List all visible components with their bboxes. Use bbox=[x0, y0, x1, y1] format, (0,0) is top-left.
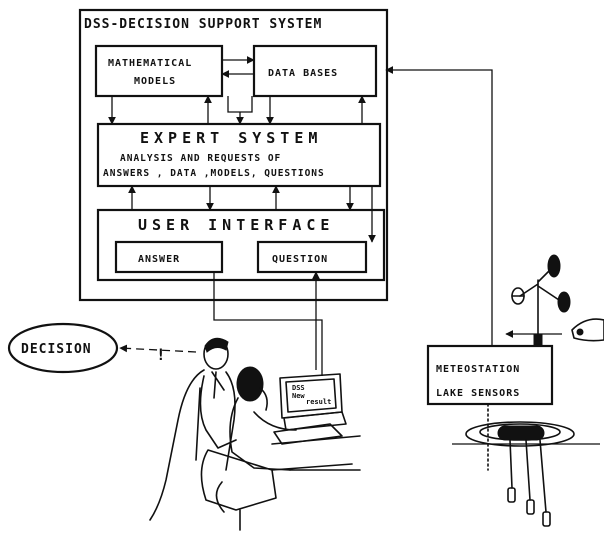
water-ripple-2 bbox=[465, 421, 575, 447]
question-label: QUESTION bbox=[272, 254, 328, 265]
cup-arm-3 bbox=[519, 283, 539, 297]
man-collar bbox=[211, 371, 225, 399]
math-models-line2: MODELS bbox=[134, 76, 176, 87]
expert-system-line1: ANALYSIS AND REQUESTS OF bbox=[120, 153, 281, 164]
meteostation-line1: METEOSTATION bbox=[436, 364, 520, 375]
woman-face bbox=[259, 387, 268, 411]
mast-base bbox=[533, 333, 543, 347]
desk-lines bbox=[271, 435, 361, 471]
meteostation-box bbox=[426, 344, 554, 406]
probe-1 bbox=[507, 487, 516, 503]
link-models-db-bottom bbox=[227, 96, 253, 113]
people-illustration: DSS New result bbox=[149, 337, 361, 531]
woman-arm bbox=[253, 411, 297, 431]
meteo-to-databases-line bbox=[385, 66, 493, 346]
chair-back bbox=[200, 449, 277, 511]
expert-system-title: EXPERT SYSTEM bbox=[140, 129, 322, 147]
dss-outer-box bbox=[78, 8, 389, 302]
woman-hair bbox=[236, 366, 264, 402]
monitor-screen bbox=[285, 378, 337, 413]
expert-system-line2: ANSWERS , DATA ,MODELS, QUESTIONS bbox=[103, 168, 325, 179]
user-interface-box bbox=[96, 208, 386, 282]
data-bases-label: DATA BASES bbox=[268, 68, 338, 79]
probe-line-3 bbox=[539, 439, 547, 513]
man-front bbox=[225, 371, 236, 471]
probe-line-1 bbox=[509, 439, 513, 489]
math-models-line1: MATHEMATICAL bbox=[108, 58, 192, 69]
probe-3 bbox=[542, 511, 551, 527]
weather-instruments bbox=[452, 254, 604, 527]
computer-base bbox=[283, 411, 347, 431]
man-back bbox=[149, 369, 205, 521]
answer-label: ANSWER bbox=[138, 254, 180, 265]
woman-body bbox=[229, 397, 291, 471]
screen-text-3: result bbox=[306, 398, 331, 406]
screen-text-2: New bbox=[292, 392, 305, 400]
screen-text-1: DSS bbox=[292, 384, 305, 392]
question-box bbox=[256, 240, 368, 274]
user-interface-title: USER INTERFACE bbox=[138, 216, 334, 234]
man-hair bbox=[204, 337, 229, 353]
data-bases-box bbox=[252, 44, 378, 98]
answer-box bbox=[114, 240, 224, 274]
anemometer-cup-1 bbox=[547, 254, 561, 278]
decision-ellipse bbox=[7, 322, 119, 374]
decision-exclamation: ! bbox=[156, 345, 166, 364]
wind-vane-dot bbox=[576, 328, 584, 336]
probe-line-2 bbox=[525, 439, 531, 501]
chair-seat bbox=[215, 481, 225, 513]
man-arm bbox=[199, 375, 237, 449]
decision-label: DECISION bbox=[21, 342, 92, 357]
answer-to-screen-line bbox=[213, 272, 323, 376]
probe-2 bbox=[526, 499, 535, 515]
wind-vane bbox=[571, 318, 604, 342]
math-models-box bbox=[94, 44, 224, 98]
man-jacket-line bbox=[195, 387, 201, 461]
system-title: DSS-DECISION SUPPORT SYSTEM bbox=[84, 17, 322, 32]
sensor-buoy bbox=[497, 425, 545, 441]
anemometer-cup-2 bbox=[557, 291, 571, 313]
meteostation-line2: LAKE SENSORS bbox=[436, 388, 520, 399]
